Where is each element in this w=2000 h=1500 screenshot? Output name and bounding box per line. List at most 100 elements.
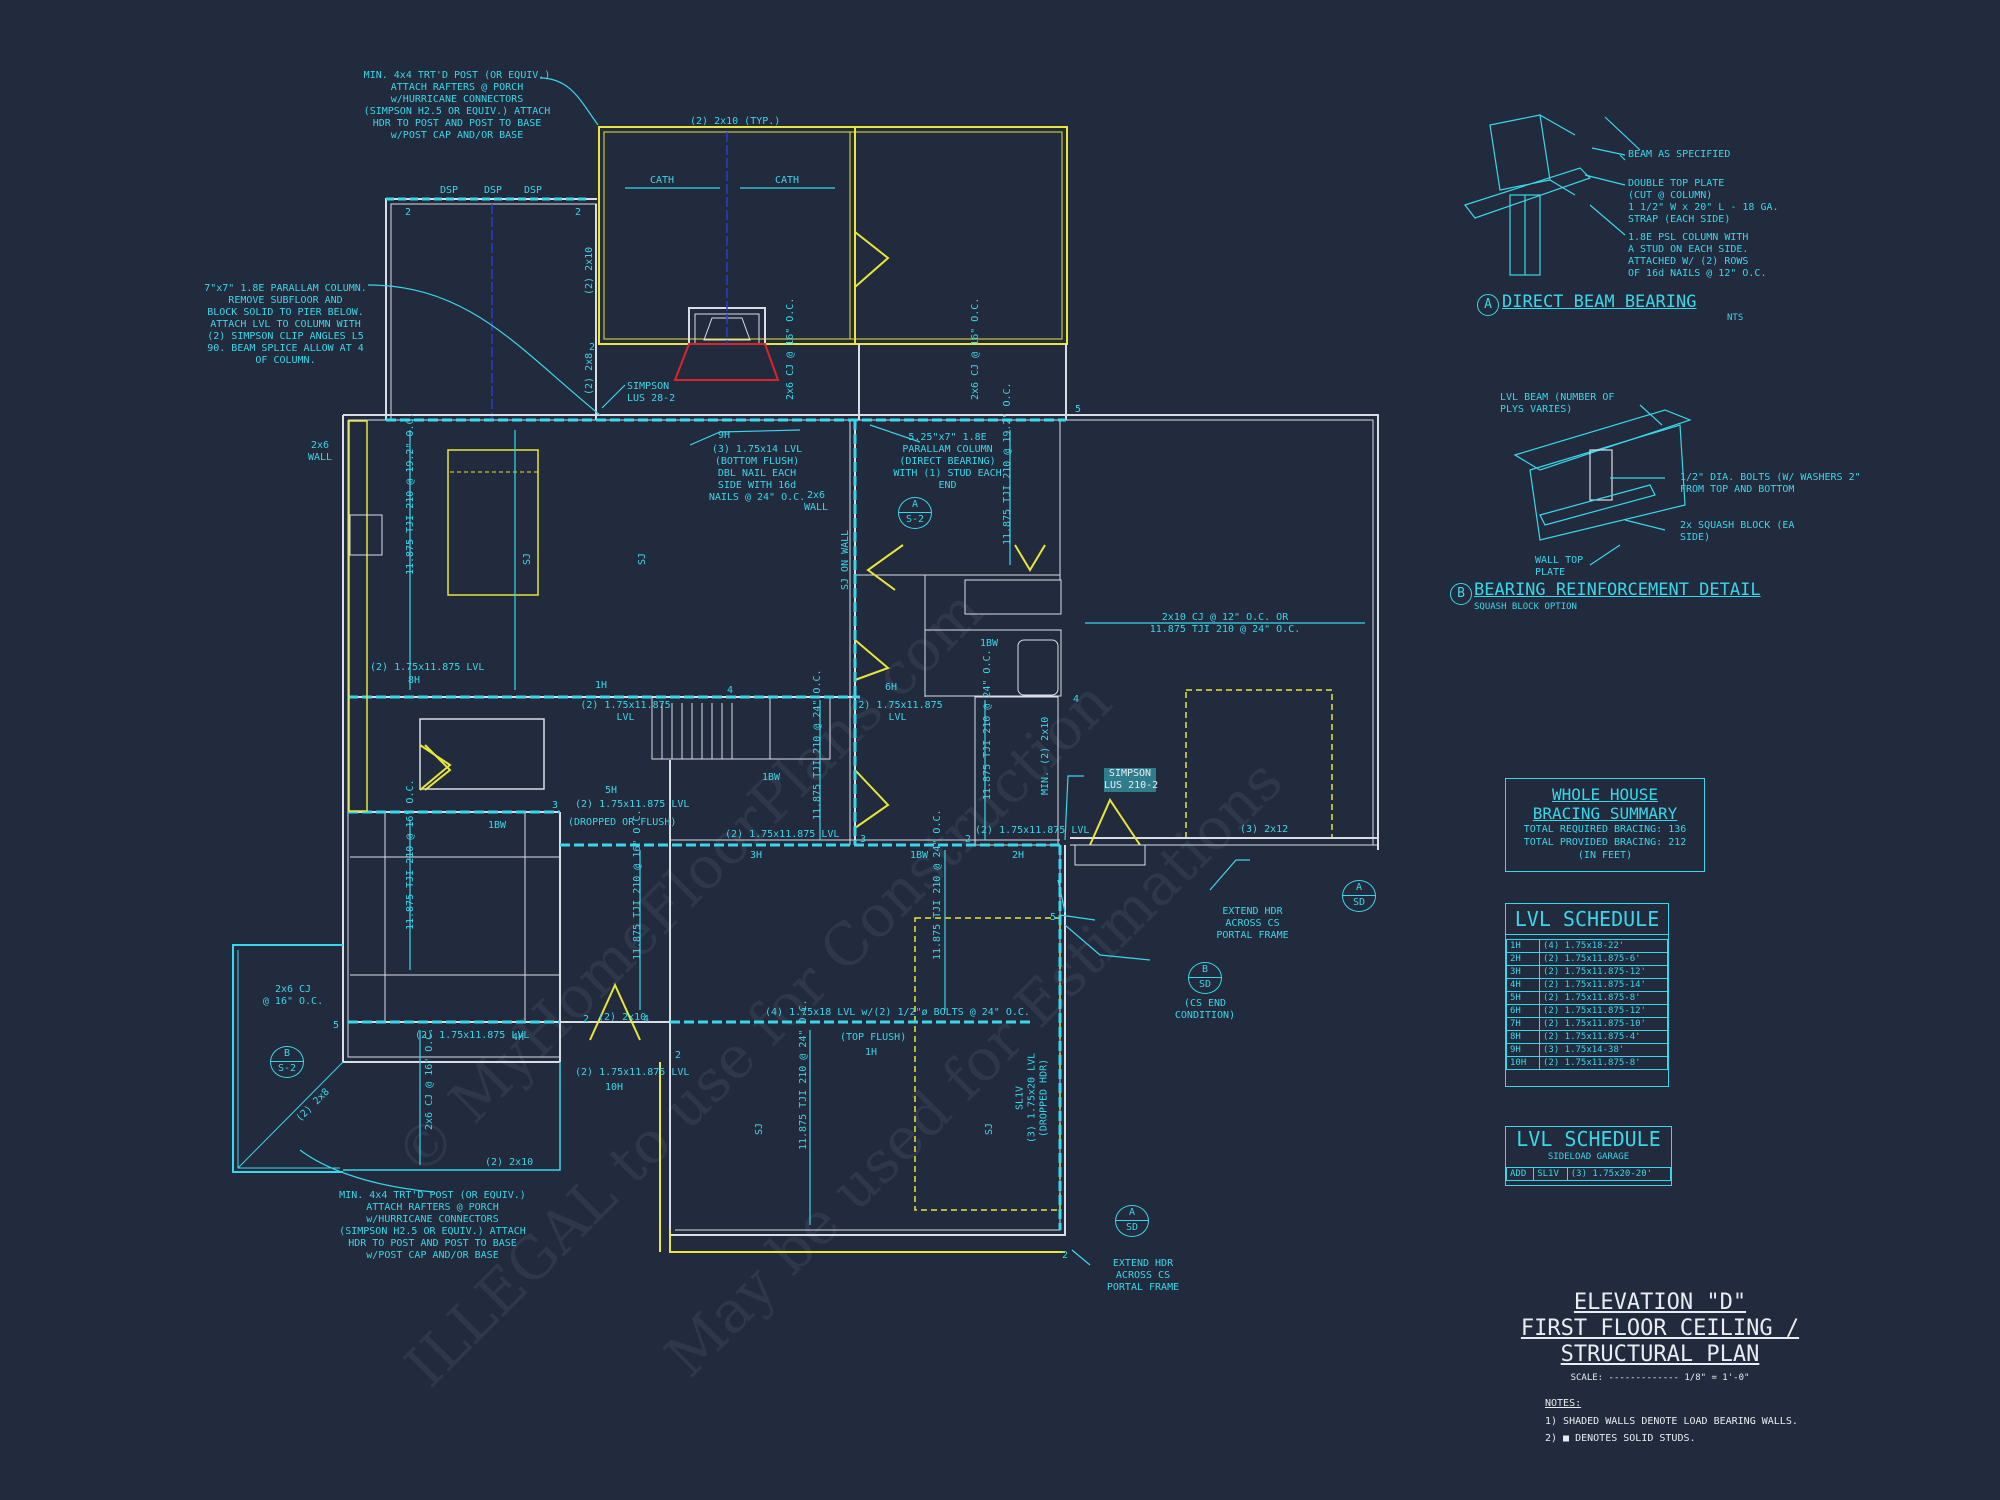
tag-1bw-2: 1BW <box>762 772 781 783</box>
tag-2h: 2H <box>1012 850 1024 861</box>
table-row: 3H(2) 1.75x11.875-12' <box>1506 965 1668 979</box>
detail-a-note-4: 1.8E PSL COLUMN WITH A STUD ON EACH SIDE… <box>1628 232 1767 279</box>
lvl-size-cell: (2) 1.75x11.875-8' <box>1539 1056 1668 1070</box>
label-tji-laundry: 11.875 TJI 210 @ 16" O.C. <box>405 779 416 930</box>
label-cath-2: CATH <box>775 175 799 186</box>
detail-b-drawing <box>1513 404 1692 566</box>
cs-end-condition: (CS END CONDITION) <box>1174 998 1236 1021</box>
detail-b-marker: B <box>1450 583 1472 605</box>
label-tji-kitchen: 11.875 TJI 210 @ 19.2" O.C. <box>405 412 416 575</box>
table-row: 7H(2) 1.75x11.875-10' <box>1506 1017 1668 1031</box>
tag-1h: 1H <box>595 680 607 691</box>
detail-a-marker: A <box>1477 294 1499 316</box>
lvl-size-cell: (2) 1.75x11.875-6' <box>1539 952 1668 966</box>
label-dsp-1: DSP <box>440 185 458 196</box>
lvl-garage-c1: ADD <box>1505 1167 1535 1181</box>
lvl-schedule-garage-box: LVL SCHEDULE SIDELOAD GARAGE ADD SL1V (3… <box>1505 1126 1672 1186</box>
drawing-title-3: STRUCTURAL PLAN <box>1560 1342 1760 1367</box>
detail-b-note-3: 2x SQUASH BLOCK (EA SIDE) <box>1680 520 1795 543</box>
extend-hdr-1: EXTEND HDR ACROSS CS PORTAL FRAME <box>1216 906 1289 941</box>
post-note-bottom: MIN. 4x4 TRT'D POST (OR EQUIV.) ATTACH R… <box>339 1190 526 1261</box>
label-cath-1: CATH <box>650 175 674 186</box>
tag-5h: 5H <box>605 785 617 796</box>
lvl-mark-cell: 4H <box>1506 978 1540 992</box>
label-cj-rear-2: 2x6 CJ @ 16" O.C. <box>970 298 981 400</box>
num-2c: 2 <box>589 342 595 353</box>
note-1: 1) SHADED WALLS DENOTE LOAD BEARING WALL… <box>1545 1416 1798 1427</box>
label-tji-center: 11.875 TJI 210 @ 24" O.C. <box>932 809 943 960</box>
drawing-title-1: ELEVATION "D" <box>1573 1290 1747 1315</box>
label-sj-1: SJ <box>637 553 648 565</box>
label-cj-porch-lower: 2x6 CJ @ 16" O.C. <box>424 1028 435 1130</box>
table-row: 5H(2) 1.75x11.875-8' <box>1506 991 1668 1005</box>
label-lvl-laundry: (2) 1.75x11.875 LVL <box>575 799 689 810</box>
detail-b-sub: SQUASH BLOCK OPTION <box>1474 602 1577 612</box>
lvl-garage-table: ADD SL1V (3) 1.75x20-20' <box>1505 1167 1672 1181</box>
table-row: 4H(2) 1.75x11.875-14' <box>1506 978 1668 992</box>
tag-6h: 6H <box>885 682 897 693</box>
detail-b-note-4: WALL TOP PLATE <box>1535 555 1584 578</box>
label-2x8-vert: (2) 2x8 <box>584 353 595 395</box>
lvl-size-cell: (2) 1.75x11.875-10' <box>1539 1017 1668 1031</box>
bracing-title-2: BRACING SUMMARY <box>1532 804 1678 823</box>
lvl-stair-right: (2) 1.75x11.875 LVL <box>852 700 943 723</box>
label-lvl-4: (4) 1.75x18 LVL w/(2) 1/2"ø BOLTS @ 24" … <box>765 1007 1030 1018</box>
lvl-mark-cell: 2H <box>1506 952 1540 966</box>
kitchen-counter <box>348 420 368 812</box>
tag-10h: 10H <box>605 1082 623 1093</box>
note-2: 2) ■ DENOTES SOLID STUDS. <box>1545 1433 1696 1444</box>
tag-1h-b: 1H <box>865 1047 877 1058</box>
lvl-3-bottom-flush: (3) 1.75x14 LVL (BOTTOM FLUSH) DBL NAIL … <box>708 444 806 503</box>
bracing-provided: TOTAL PROVIDED BRACING: 212 <box>1523 837 1687 848</box>
detail-a-note-3: 1 1/2" W x 20" L - 18 GA. STRAP (EACH SI… <box>1628 202 1779 225</box>
label-2x10-porch: (2) 2x10 <box>485 1157 533 1168</box>
label-2x10-b: (2) 2x10 <box>598 1012 646 1023</box>
parallam-525: 5.25"x7" 1.8E PARALLAM COLUMN (DIRECT BE… <box>893 432 1002 491</box>
extend-hdr-2: EXTEND HDR ACROSS CS PORTAL FRAME <box>1106 1258 1180 1293</box>
wall-2x6-left: 2x6 WALL <box>307 440 333 463</box>
wall-2x6-center: 2x6 WALL <box>803 490 829 513</box>
label-dsp-3: DSP <box>524 185 542 196</box>
label-tji-stair: 11.875 TJI 210 @ 24" O.C. <box>812 669 823 820</box>
simpson-lus-28: SIMPSON LUS 28-2 <box>627 381 676 404</box>
joist-arrows <box>409 187 1365 1225</box>
label-cj-rear-1: 2x6 CJ @ 16" O.C. <box>785 298 796 400</box>
lvl-mark-cell: 9H <box>1506 1043 1540 1057</box>
tag-1bw-1: 1BW <box>488 820 507 831</box>
table-row: 6H(2) 1.75x11.875-12' <box>1506 1004 1668 1018</box>
lvl-size-cell: (2) 1.75x11.875-8' <box>1539 991 1668 1005</box>
lvl-schedule-title: LVL SCHEDULE <box>1506 904 1668 935</box>
lvl-mark-cell: 1H <box>1506 939 1540 953</box>
parallam-note: 7"x7" 1.8E PARALLAM COLUMN. REMOVE SUBFL… <box>204 283 367 366</box>
detail-a-note-2: DOUBLE TOP PLATE (CUT @ COLUMN) <box>1628 178 1725 201</box>
detail-a-sub: NTS <box>1727 313 1744 323</box>
detail-b-note-1: LVL BEAM (NUMBER OF PLYS VARIES) <box>1500 392 1615 415</box>
drawing-scale: SCALE: ------------- 1/8" = 1'-0" <box>1570 1373 1750 1383</box>
notes-heading: NOTES: <box>1545 1398 1582 1409</box>
num-2e: 2 <box>583 1014 589 1025</box>
tag-9h: 9H <box>718 430 730 441</box>
table-row: 2H(2) 1.75x11.875-6' <box>1506 952 1668 966</box>
bracing-summary-box: WHOLE HOUSE BRACING SUMMARY TOTAL REQUIR… <box>1505 778 1705 872</box>
num-5b: 5 <box>333 1020 339 1031</box>
lvl-size-cell: (4) 1.75x18-22' <box>1539 939 1668 953</box>
num-4b: 4 <box>727 685 733 696</box>
lvl-size-cell: (2) 1.75x11.875-4' <box>1539 1030 1668 1044</box>
num-5a: 5 <box>1075 404 1081 415</box>
rear-addition-walls <box>598 126 1068 381</box>
lvl-garage-title: LVL SCHEDULE <box>1516 1127 1661 1151</box>
lvl-stair-left: (2) 1.75x11.875 LVL <box>580 700 671 723</box>
num-2g: 2 <box>1062 1250 1068 1261</box>
table-row: 1H(4) 1.75x18-22' <box>1506 939 1668 953</box>
num-4c: 4 <box>643 1014 649 1025</box>
label-lvl-porch: (2) 1.75x11.875 LVL <box>415 1030 529 1041</box>
drawing-title-2: FIRST FLOOR CEILING / <box>1520 1316 1800 1341</box>
lvl-size-cell: (3) 1.75x14-38' <box>1539 1043 1668 1057</box>
label-tji-hall: 11.875 TJI 210 @ 19.2" O.C. <box>1002 382 1013 545</box>
bracing-required: TOTAL REQUIRED BRACING: 136 <box>1523 824 1687 835</box>
bracing-title-1: WHOLE HOUSE <box>1552 785 1658 804</box>
label-2x10-typ: (2) 2x10 (TYP.) <box>690 116 780 127</box>
